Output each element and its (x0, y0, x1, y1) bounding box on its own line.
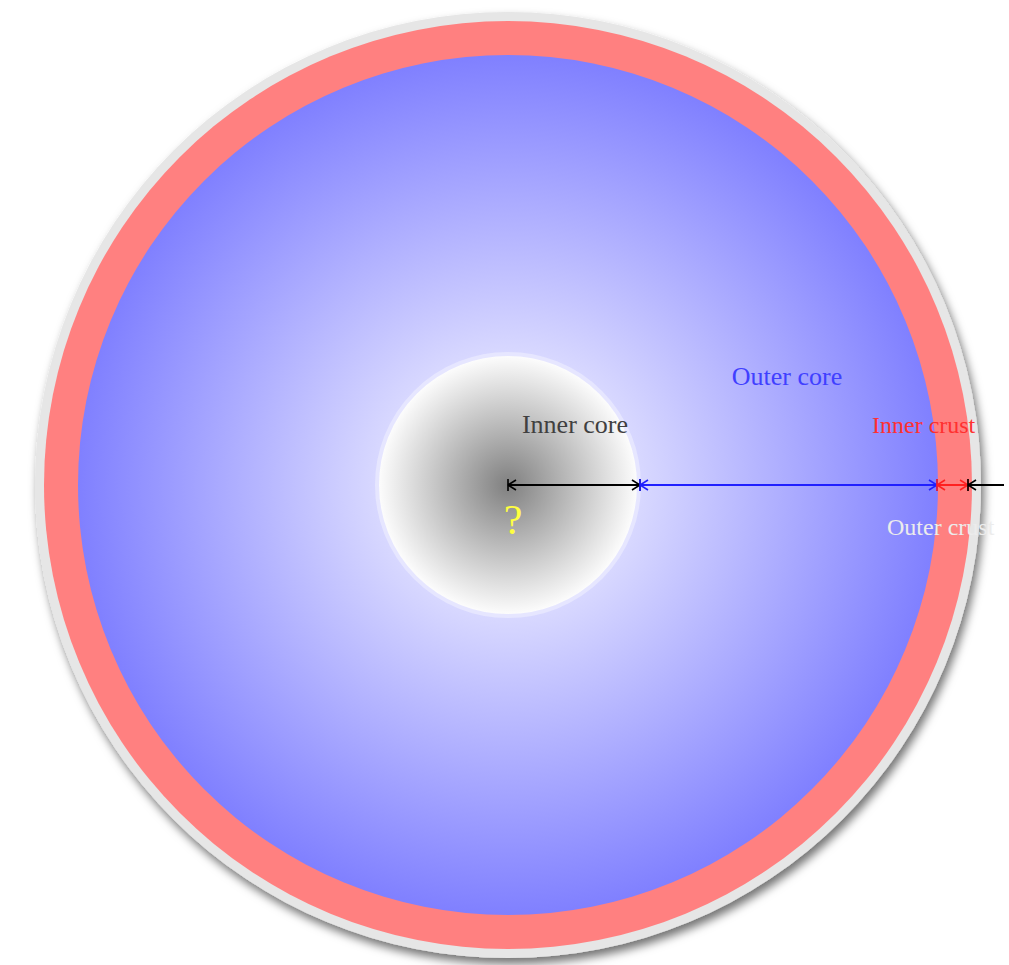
outer-core-thickness (640, 484, 937, 486)
unknown-mark: ? (504, 499, 523, 541)
inner-crust-label: Inner crust (872, 413, 975, 437)
outer-core-disc (78, 55, 938, 915)
outer-crust-thickness (968, 484, 1004, 486)
inner-core-radius (508, 484, 640, 486)
inner-core-disc (377, 354, 639, 616)
inner-crust-band (44, 21, 972, 949)
outer-core-label: Outer core (732, 364, 842, 390)
outer-crust-label: Outer crust (887, 515, 994, 539)
inner-core-label: Inner core (522, 412, 628, 438)
outer-crust-disc (35, 12, 981, 958)
inner-crust-thickness (937, 484, 968, 486)
